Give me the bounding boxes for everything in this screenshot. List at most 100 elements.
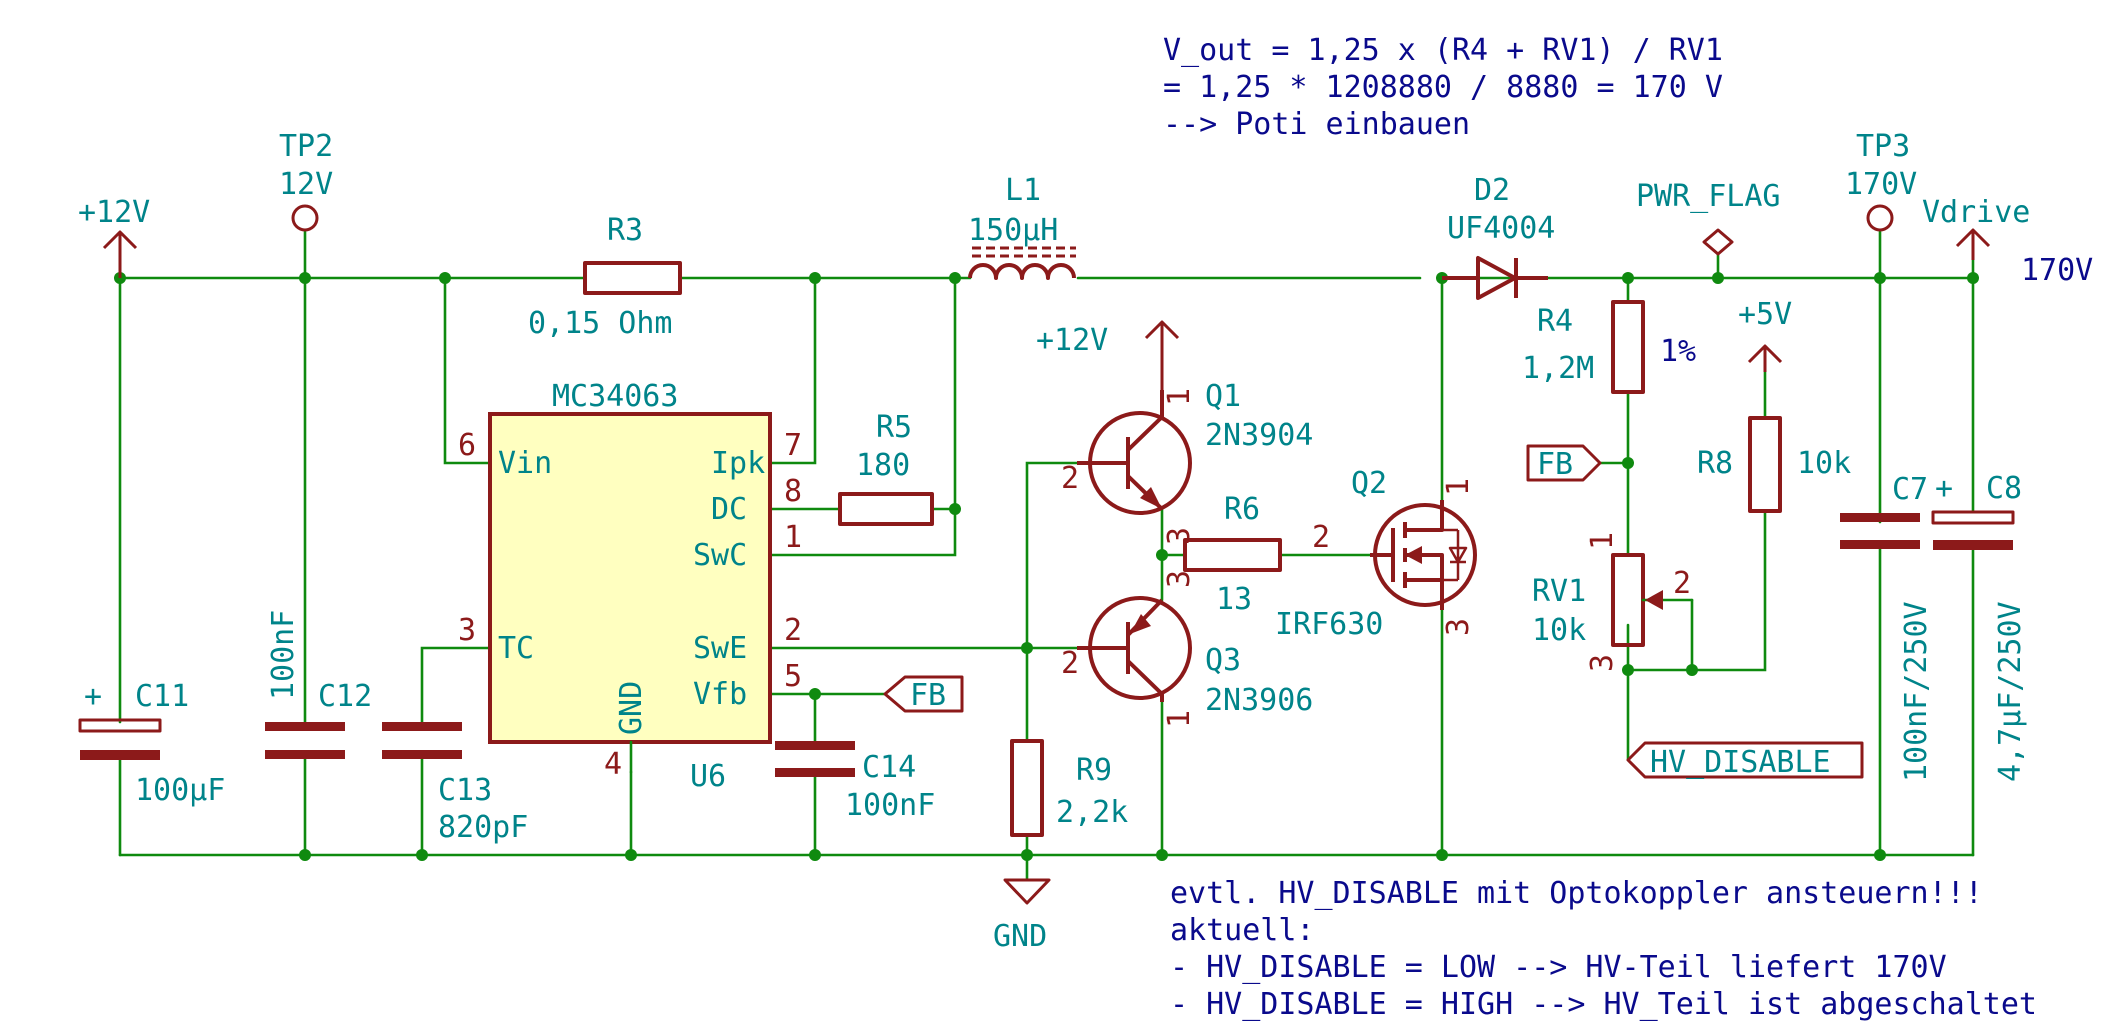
svg-text:0,15 Ohm: 0,15 Ohm	[528, 306, 673, 341]
svg-text:10k: 10k	[1532, 613, 1586, 648]
c13-capacitor: C13 820pF	[382, 722, 528, 845]
svg-text:C13: C13	[438, 773, 492, 808]
svg-text:3: 3	[1585, 654, 1620, 672]
c14-capacitor: C14 100nF	[775, 741, 935, 823]
svg-text:4: 4	[604, 747, 622, 782]
r4-resistor: R4 1,2M 1%	[1522, 300, 1696, 394]
svg-text:D2: D2	[1474, 173, 1510, 208]
svg-text:1: 1	[1585, 532, 1620, 550]
rv1-potentiometer: RV1 10k 1 2 3	[1532, 532, 1694, 672]
svg-text:R4: R4	[1537, 304, 1573, 339]
fb-label-vfb: FB	[883, 675, 964, 713]
svg-text:100nF: 100nF	[845, 788, 935, 823]
svg-text:R6: R6	[1224, 492, 1260, 527]
r9-resistor: R9 2,2k	[1010, 739, 1128, 837]
svg-text:2: 2	[1061, 461, 1079, 496]
svg-text:C8: C8	[1986, 471, 2022, 506]
svg-text:100nF/250V: 100nF/250V	[1899, 601, 1934, 782]
svg-text:3: 3	[1162, 570, 1197, 588]
svg-text:7: 7	[784, 428, 802, 463]
q1-npn-transistor: Q1 2N3904 1 2 3	[1061, 379, 1313, 545]
svg-text:1%: 1%	[1660, 334, 1696, 369]
svg-text:Q2: Q2	[1351, 466, 1387, 501]
svg-text:--> Poti einbauen: --> Poti einbauen	[1163, 107, 1470, 142]
svg-text:C14: C14	[862, 750, 916, 785]
svg-text:8: 8	[784, 474, 802, 509]
svg-text:FB: FB	[910, 678, 946, 713]
junctions	[114, 272, 1979, 861]
svg-text:L1: L1	[1005, 173, 1041, 208]
svg-text:- HV_DISABLE = HIGH --> HV_Tei: - HV_DISABLE = HIGH --> HV_Teil ist abge…	[1170, 987, 2037, 1022]
svg-text:1,2M: 1,2M	[1522, 351, 1594, 386]
svg-text:+12V: +12V	[1036, 323, 1108, 358]
svg-text:170V: 170V	[1845, 167, 1917, 202]
svg-text:2N3906: 2N3906	[1205, 683, 1313, 718]
svg-text:= 1,25 * 1208880 / 8880 = 170: = 1,25 * 1208880 / 8880 = 170 V	[1163, 70, 1723, 105]
svg-text:evtl. HV_DISABLE mit Optokoppl: evtl. HV_DISABLE mit Optokoppler ansteue…	[1170, 876, 1983, 911]
svg-text:12V: 12V	[279, 167, 333, 202]
svg-text:FB: FB	[1537, 447, 1573, 482]
svg-text:+: +	[1935, 471, 1953, 506]
svg-text:13: 13	[1216, 582, 1252, 617]
r5-resistor: R5 180	[838, 410, 934, 526]
svg-text:TP3: TP3	[1856, 129, 1910, 164]
r8-resistor: R8 10k	[1697, 416, 1851, 513]
svg-text:2,2k: 2,2k	[1056, 795, 1128, 830]
c12-capacitor: C12 100nF	[265, 610, 372, 759]
mc34063-ic: MC34063 U6 Vin TC Ipk DC SwC SwE Vfb GND…	[458, 379, 802, 794]
svg-text:IRF630: IRF630	[1275, 607, 1383, 642]
svg-text:180: 180	[856, 448, 910, 483]
svg-text:V_out = 1,25 x (R4 + RV1) / RV: V_out = 1,25 x (R4 + RV1) / RV1	[1163, 33, 1723, 68]
svg-text:10k: 10k	[1797, 446, 1851, 481]
svg-text:PWR_FLAG: PWR_FLAG	[1636, 179, 1781, 214]
tp2-test-point: TP2 12V	[279, 129, 333, 232]
q2-mosfet: Q2 IRF630 1 3	[1275, 466, 1477, 642]
tp3-test-point: TP3 170V	[1845, 129, 1917, 232]
svg-text:2: 2	[1673, 566, 1691, 601]
svg-text:C11: C11	[135, 679, 189, 714]
svg-text:3: 3	[1162, 527, 1197, 545]
svg-text:Ipk: Ipk	[711, 446, 765, 481]
svg-text:DC: DC	[711, 492, 747, 527]
svg-text:Vfb: Vfb	[693, 677, 747, 712]
svg-text:R5: R5	[876, 410, 912, 445]
svg-text:3: 3	[458, 613, 476, 648]
svg-text:R8: R8	[1697, 446, 1733, 481]
svg-text:Q1: Q1	[1205, 379, 1241, 414]
output-voltage-label: 170V	[2021, 253, 2093, 288]
svg-text:GND: GND	[993, 919, 1047, 954]
svg-text:R3: R3	[607, 213, 643, 248]
pwr-flag: PWR_FLAG	[1636, 179, 1781, 256]
svg-text:2: 2	[784, 613, 802, 648]
svg-text:100µF: 100µF	[135, 773, 225, 808]
svg-text:100nF: 100nF	[266, 610, 301, 700]
svg-text:C12: C12	[318, 679, 372, 714]
svg-text:SwC: SwC	[693, 538, 747, 573]
power-5v: +5V	[1738, 297, 1792, 372]
formula-note: V_out = 1,25 x (R4 + RV1) / RV1 = 1,25 *…	[1163, 33, 1723, 142]
svg-text:TC: TC	[498, 631, 534, 666]
svg-text:5: 5	[784, 659, 802, 694]
fb-label-divider: FB	[1526, 444, 1602, 482]
svg-text:+12V: +12V	[78, 195, 150, 230]
power-12v-q1: +12V	[1036, 320, 1180, 390]
svg-text:1: 1	[1441, 478, 1476, 496]
svg-text:UF4004: UF4004	[1447, 211, 1555, 246]
c7-capacitor: C7 100nF/250V	[1840, 472, 1934, 782]
svg-text:C7: C7	[1892, 472, 1928, 507]
svg-text:2N3904: 2N3904	[1205, 418, 1313, 453]
svg-text:1: 1	[1162, 710, 1197, 728]
svg-text:SwE: SwE	[693, 631, 747, 666]
svg-text:+: +	[84, 679, 102, 714]
svg-text:Vdrive: Vdrive	[1922, 195, 2030, 230]
svg-text:Q3: Q3	[1205, 643, 1241, 678]
svg-text:TP2: TP2	[279, 129, 333, 164]
svg-text:U6: U6	[690, 759, 726, 794]
power-12v-in: +12V	[78, 195, 150, 278]
svg-text:MC34063: MC34063	[552, 379, 678, 414]
r6-resistor: R6 13 2	[1183, 492, 1330, 617]
c8-capacitor: + C8 4,7µF/250V	[1931, 471, 2028, 782]
svg-text:150µH: 150µH	[968, 213, 1058, 248]
svg-text:+5V: +5V	[1738, 297, 1792, 332]
